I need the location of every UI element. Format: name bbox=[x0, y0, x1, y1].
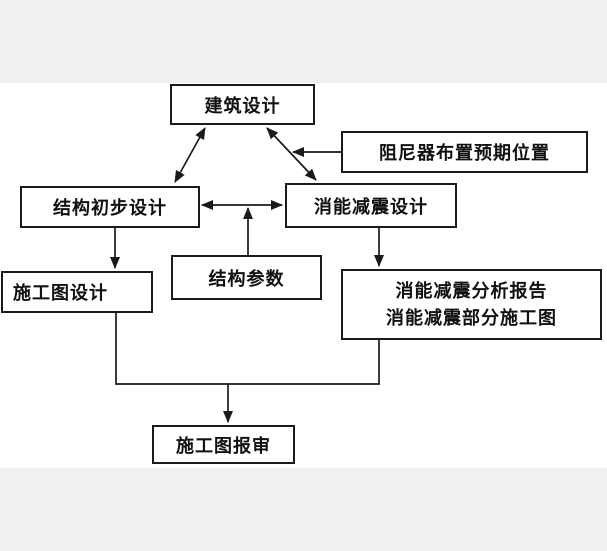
node-construction-drawing-design: 施工图设计 bbox=[1, 271, 153, 313]
node-drawing-submission-label: 施工图报审 bbox=[176, 435, 271, 457]
node-building-design: 建筑设计 bbox=[170, 84, 315, 125]
node-damper-expected-position-label: 阻尼器布置预期位置 bbox=[379, 143, 550, 164]
top-gray-band bbox=[0, 0, 607, 83]
node-energy-dissipation-design-label: 消能减震设计 bbox=[314, 196, 428, 218]
node-structural-parameters-label: 结构参数 bbox=[208, 268, 285, 290]
node-energy-dissipation-design: 消能减震设计 bbox=[285, 183, 457, 228]
node-structural-parameters: 结构参数 bbox=[171, 255, 322, 300]
node-construction-drawing-design-label: 施工图设计 bbox=[13, 283, 108, 304]
node-analysis-report-line2: 消能减震部分施工图 bbox=[386, 307, 557, 329]
bottom-gray-band bbox=[0, 468, 607, 551]
arrow-building-energy-double bbox=[266, 127, 317, 181]
node-structural-preliminary-design-label: 结构初步设计 bbox=[53, 198, 167, 219]
node-analysis-report: 消能减震分析报告 消能减震部分施工图 bbox=[341, 269, 602, 340]
merge-line-construction-report bbox=[115, 313, 380, 385]
node-structural-preliminary-design: 结构初步设计 bbox=[20, 186, 200, 228]
node-damper-expected-position: 阻尼器布置预期位置 bbox=[341, 131, 588, 173]
arrow-building-structural-double bbox=[174, 127, 206, 183]
node-analysis-report-line1: 消能减震分析报告 bbox=[395, 280, 548, 302]
node-building-design-label: 建筑设计 bbox=[204, 95, 281, 117]
node-drawing-submission: 施工图报审 bbox=[152, 425, 295, 464]
